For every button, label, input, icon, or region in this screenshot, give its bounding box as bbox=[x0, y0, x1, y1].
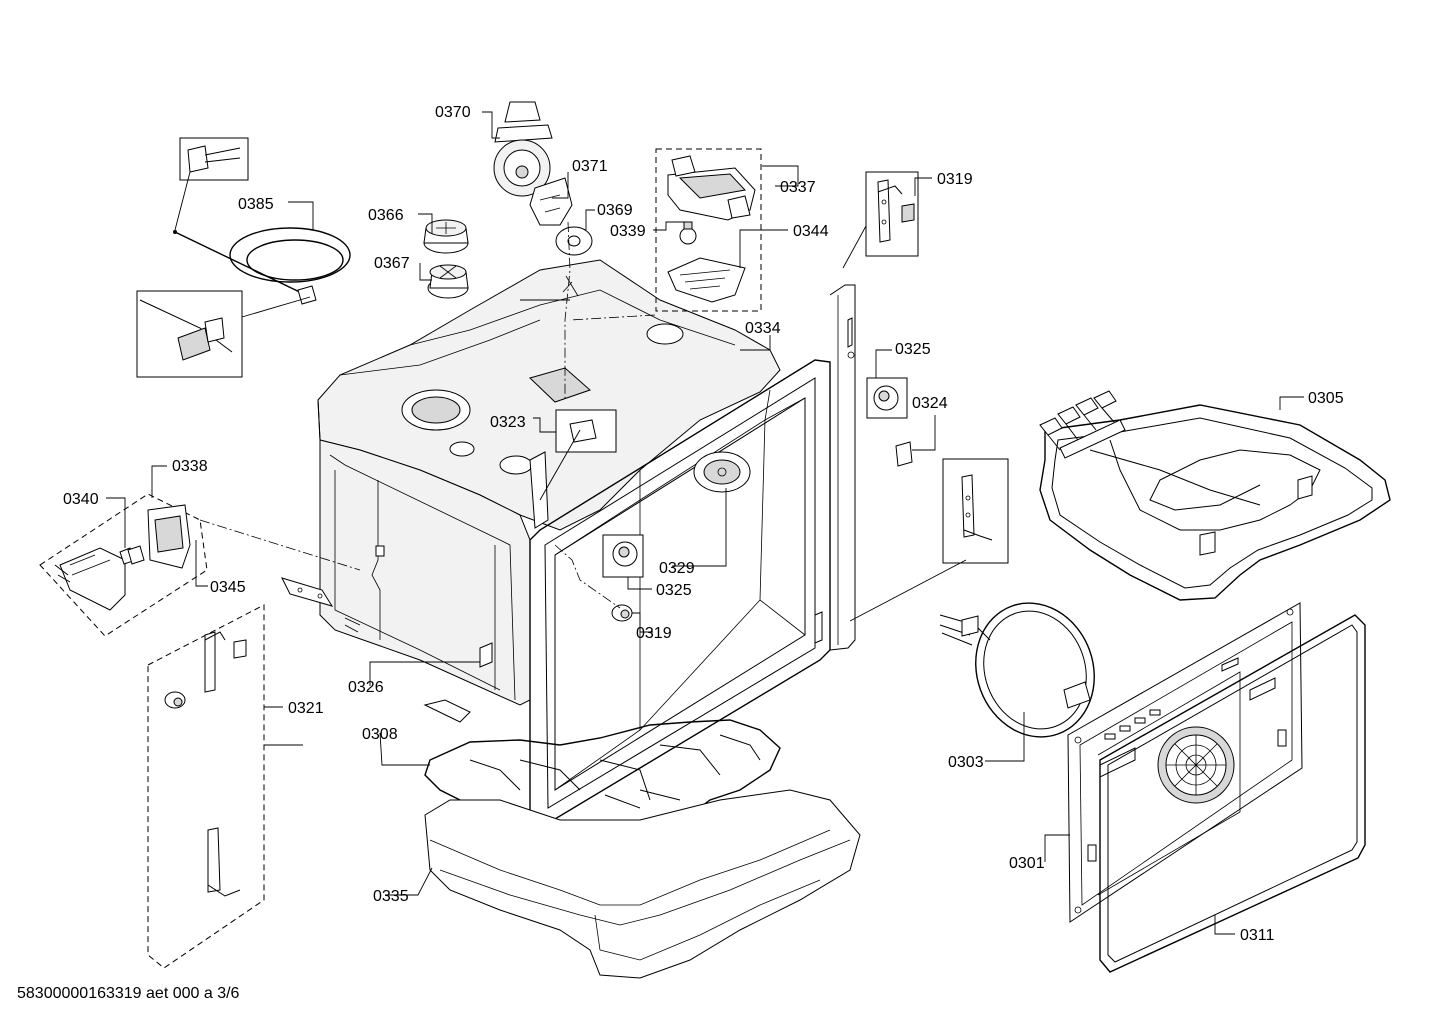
label-0303: 0303 bbox=[948, 754, 984, 771]
label-0325-top: 0325 bbox=[895, 341, 931, 358]
part-0319-mid bbox=[611, 604, 633, 622]
heater-terminals bbox=[1039, 390, 1126, 459]
part-0325-mid bbox=[602, 534, 644, 578]
label-0369: 0369 bbox=[597, 202, 633, 219]
ring-heater bbox=[939, 602, 1095, 738]
label-0367: 0367 bbox=[374, 255, 410, 272]
label-0371: 0371 bbox=[572, 158, 608, 175]
door-gasket bbox=[1099, 614, 1366, 973]
rear-panel-slots bbox=[1104, 709, 1161, 740]
label-0311: 0311 bbox=[1240, 927, 1275, 944]
label-0385: 0385 bbox=[238, 196, 274, 213]
insulation-mat bbox=[424, 789, 861, 979]
part-labels: 0370 0371 0369 0385 0366 0367 0337 0339 … bbox=[63, 104, 1344, 944]
fan-motor-0370 bbox=[493, 101, 553, 197]
part-0324 bbox=[895, 441, 913, 467]
part-0367 bbox=[427, 264, 469, 299]
washer-0369 bbox=[555, 226, 593, 256]
label-0329: 0329 bbox=[659, 560, 695, 577]
part-0325-top bbox=[866, 377, 908, 419]
label-0345: 0345 bbox=[210, 579, 246, 596]
label-0319-top: 0319 bbox=[937, 171, 973, 188]
label-0339: 0339 bbox=[610, 223, 646, 240]
label-0340: 0340 bbox=[63, 491, 99, 508]
label-0334: 0334 bbox=[745, 320, 781, 337]
label-0338: 0338 bbox=[172, 458, 208, 475]
assembly-lines bbox=[199, 221, 967, 622]
label-0335: 0335 bbox=[373, 888, 409, 905]
bracket-box-right bbox=[942, 458, 1009, 564]
label-0321: 0321 bbox=[288, 700, 324, 717]
label-0308: 0308 bbox=[362, 726, 398, 743]
control-assembly bbox=[39, 493, 208, 637]
part-0366 bbox=[423, 219, 469, 254]
label-0337: 0337 bbox=[780, 179, 816, 196]
cable-0385 bbox=[136, 137, 351, 378]
label-0325-mid: 0325 bbox=[656, 582, 692, 599]
rear-panel bbox=[1067, 602, 1303, 923]
label-0370: 0370 bbox=[435, 104, 471, 121]
label-0344: 0344 bbox=[793, 223, 829, 240]
top-grill-heater bbox=[1039, 390, 1391, 601]
label-0324: 0324 bbox=[912, 395, 948, 412]
label-0366: 0366 bbox=[368, 207, 404, 224]
bracket-group-0321 bbox=[147, 604, 265, 969]
label-0305: 0305 bbox=[1308, 390, 1344, 407]
label-0319-mid: 0319 bbox=[636, 625, 672, 642]
diagram-reference-code: 58300000163319 aet 000 a 3/6 bbox=[17, 985, 240, 1002]
oven-cavity bbox=[281, 259, 856, 826]
label-0301: 0301 bbox=[1009, 855, 1045, 872]
label-0326: 0326 bbox=[348, 679, 384, 696]
label-0323: 0323 bbox=[490, 414, 526, 431]
leader-lines bbox=[106, 111, 1304, 935]
lamp-assembly bbox=[655, 148, 762, 312]
motor-bracket-0371 bbox=[529, 177, 573, 226]
part-0323 bbox=[555, 409, 617, 453]
bracket-box-0319 bbox=[865, 171, 919, 257]
